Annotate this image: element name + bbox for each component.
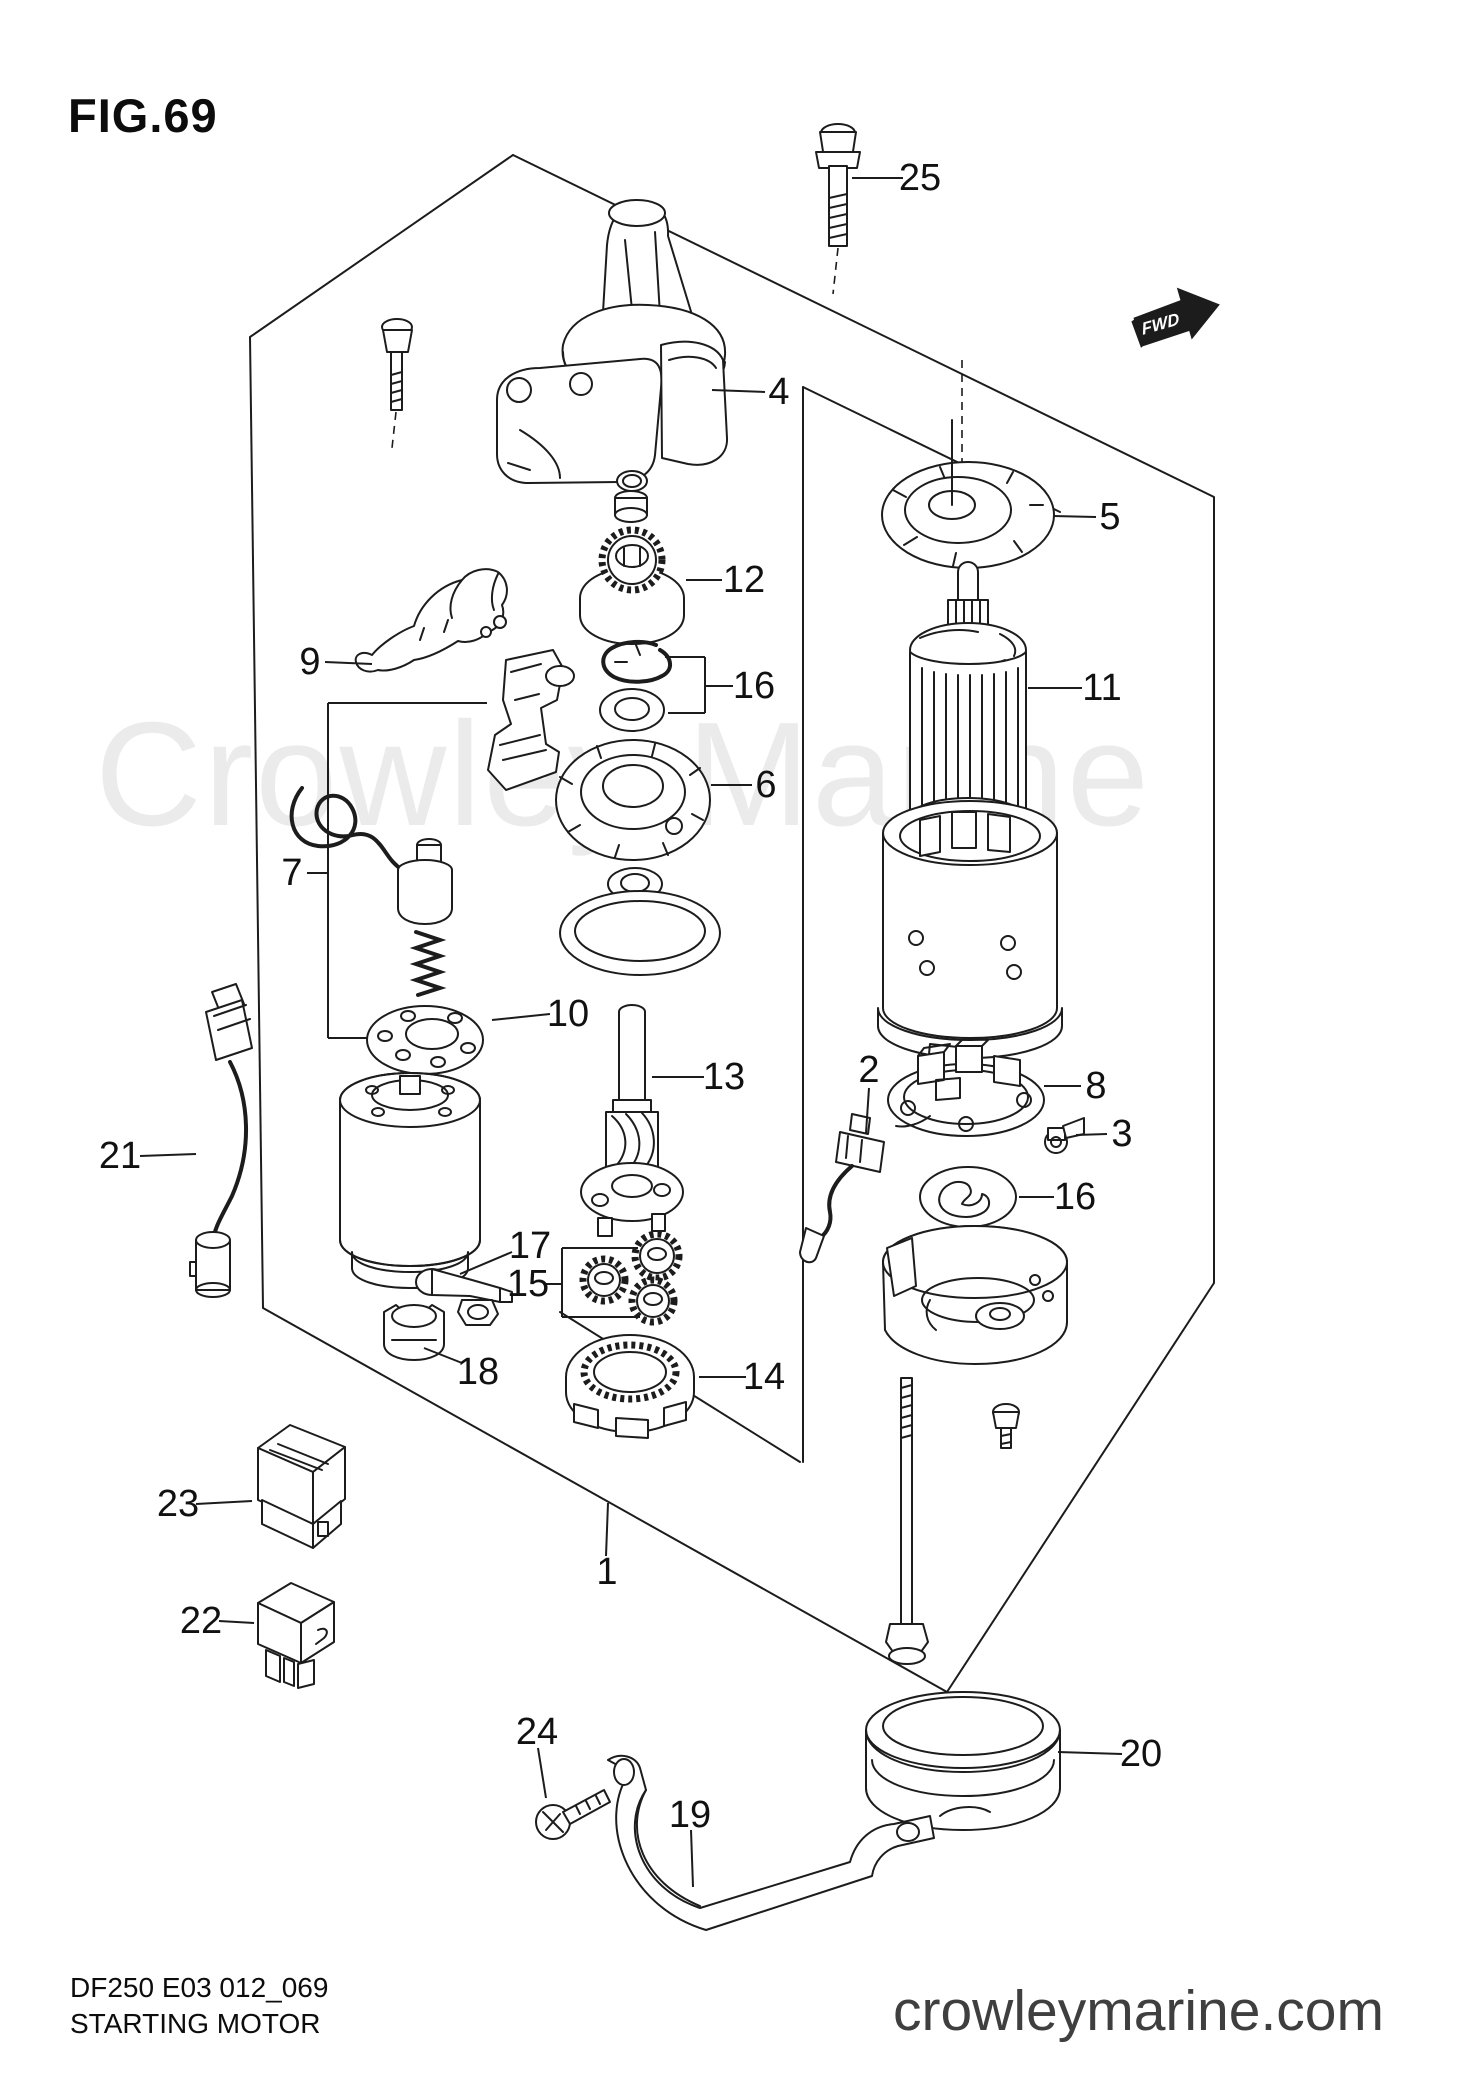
fwd-arrow-icon: FWD [1131,287,1220,348]
yoke-housing [877,800,1063,1069]
parts-art: FWD [189,123,1220,1931]
callout-leader-line [1057,1751,1123,1755]
callout-leader-line [139,1153,197,1157]
part-callout-11[interactable]: 11 [1082,667,1121,709]
flange-bolt-25 [815,123,861,247]
part-callout-21[interactable]: 21 [99,1135,141,1177]
callout-leader-line [491,1013,551,1021]
part-callout-10[interactable]: 10 [547,993,589,1035]
relay-23 [257,1424,346,1549]
callout-leader-line [1075,1133,1108,1136]
part-callout-20[interactable]: 20 [1120,1733,1162,1775]
relay-22 [257,1582,335,1689]
callout-leader-line [865,1087,870,1134]
callout-leader-line [1052,515,1097,518]
solenoid-body [339,1072,481,1289]
clamp-strap-19 [607,1754,935,1931]
plunger-7 [397,838,453,997]
lock-plate-5 [881,419,1055,569]
plate-10 [366,1005,484,1075]
planet-gears-15 [579,1230,683,1326]
clamp-screw-24 [535,1789,611,1840]
part-callout-15[interactable]: 15 [507,1263,549,1305]
callout-leader-line [605,1502,609,1557]
callout-leader-line [423,1347,463,1364]
brush-screw-3 [1044,1117,1085,1154]
part-callout-16[interactable]: 16 [733,665,775,707]
end-cap [882,1225,1068,1365]
lead-wire-2 [799,1113,885,1264]
footer-drawing-code: DF250 E03 012_069 [70,1972,329,2003]
part-callout-12[interactable]: 12 [723,559,765,601]
through-bolts [885,1377,1020,1665]
callout-leader-line [324,661,373,665]
part-callout-18[interactable]: 18 [457,1351,499,1393]
callout-leader-line [218,1620,255,1624]
callout-leader-line [711,389,766,393]
e-ring-washer-16 [599,639,672,732]
fork-lever-9 [354,568,508,673]
part-callout-25[interactable]: 25 [899,157,941,199]
pinion-clutch-12 [579,526,685,645]
callout-leader-line [459,1251,513,1275]
part-callout-4[interactable]: 4 [768,371,789,413]
part-callout-5[interactable]: 5 [1099,496,1120,538]
part-callout-22[interactable]: 22 [180,1600,222,1642]
battery-cable-21 [189,983,253,1298]
site-logo-text[interactable]: crowleymarine.com [893,1979,1384,2043]
callout-leader-line [195,1500,253,1505]
part-callout-1[interactable]: 1 [596,1551,617,1593]
part-callout-17[interactable]: 17 [509,1225,551,1267]
part-callout-14[interactable]: 14 [743,1356,785,1398]
brush-holder-8 [887,1037,1045,1137]
part-callout-13[interactable]: 13 [703,1056,745,1098]
figure-title: FIG.69 [68,89,218,142]
footer-figure-name: STARTING MOTOR [70,2008,321,2039]
mounting-bolt [381,318,413,411]
output-shaft-13 [580,1004,684,1237]
part-callout-3[interactable]: 3 [1111,1113,1132,1155]
brush-spring-holder [487,649,575,791]
thrust-washer-16 [919,1166,1017,1228]
part-callout-16[interactable]: 16 [1054,1176,1096,1218]
callout-leader-line [537,1747,547,1799]
part-callout-9[interactable]: 9 [299,641,320,683]
part-callout-7[interactable]: 7 [281,852,302,894]
part-callout-24[interactable]: 24 [516,1711,558,1753]
part-callout-19[interactable]: 19 [669,1794,711,1836]
magnetic-switch-4 [496,199,729,523]
part-callout-2[interactable]: 2 [858,1049,879,1091]
part-callout-6[interactable]: 6 [755,764,776,806]
part-callout-8[interactable]: 8 [1085,1065,1106,1107]
ring-gear-14 [565,1334,695,1439]
scalloped-cap-6 [555,739,721,976]
terminal-17-nut-mount-18 [383,1268,513,1361]
callout-leader-line [690,1829,694,1888]
band-ring-20 [865,1691,1061,1831]
part-callout-23[interactable]: 23 [157,1483,199,1525]
wire-clip-spring [289,786,439,878]
